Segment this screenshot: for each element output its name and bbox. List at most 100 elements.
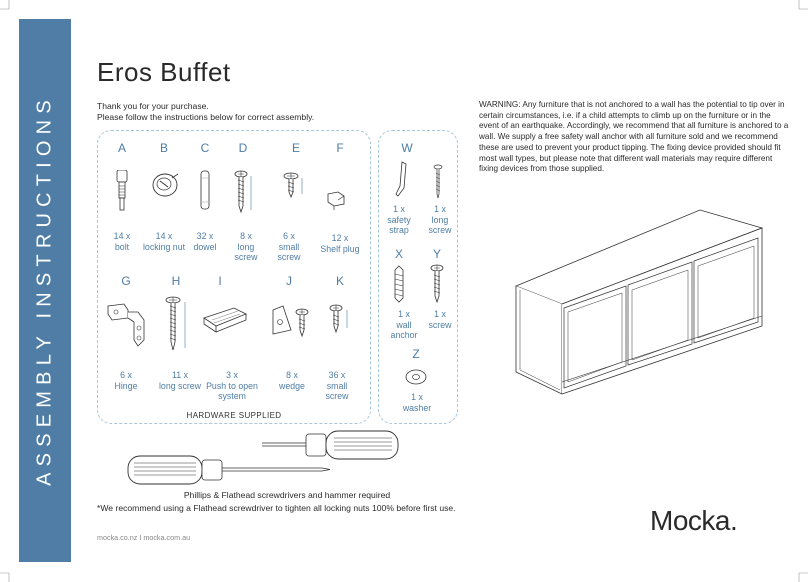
- part-qty: 8 x: [286, 370, 298, 380]
- page-title: Eros Buffet: [97, 57, 231, 87]
- hinge-icon: [107, 303, 145, 347]
- part-qty: 1 x: [393, 204, 405, 214]
- part-name: locking nut: [142, 241, 186, 252]
- part-name: small screw: [277, 241, 301, 263]
- dowel-icon: [200, 170, 210, 210]
- part-qty: 8 x: [240, 231, 252, 241]
- part-letter: J: [286, 274, 292, 288]
- part-name: dowel: [193, 241, 217, 252]
- locking-nut-icon: [152, 173, 179, 197]
- part-name: Hinge: [114, 380, 138, 391]
- long-screw-icon: [433, 164, 443, 199]
- push-to-open-icon: [203, 307, 247, 333]
- footer-urls: mocka.co.nz I mocka.com.au: [97, 533, 191, 542]
- part-letter: X: [394, 247, 403, 261]
- intro-line-2: Please follow the instructions below for…: [97, 112, 315, 122]
- part-qty: 1 x: [411, 392, 423, 402]
- shelf-plug-icon: [327, 191, 345, 210]
- part-qty: 1 x: [434, 309, 446, 319]
- long-screw-icon: [165, 296, 186, 351]
- part-letter: B: [159, 141, 168, 155]
- part-qty: 12 x: [331, 233, 349, 243]
- small-screw-icon: [329, 304, 348, 334]
- part-qty: 32 x: [196, 231, 214, 241]
- long-screw-icon: [234, 170, 252, 214]
- small-screw-icon: [283, 172, 303, 199]
- part-letter: A: [117, 141, 126, 155]
- part-name: long screw: [428, 214, 452, 236]
- part-qty: 36 x: [328, 370, 346, 380]
- part-letter: I: [218, 274, 222, 288]
- sidebar-band: [19, 19, 71, 562]
- part-qty: 1 x: [434, 204, 446, 214]
- flathead-screwdriver-icon: [262, 430, 399, 460]
- part-name: bolt: [114, 241, 130, 252]
- part-qty: 1 x: [398, 309, 410, 319]
- part-name: washer: [402, 402, 432, 413]
- part-qty: 6 x: [283, 231, 295, 241]
- part-qty: 6 x: [120, 370, 132, 380]
- crop-mark-bottom-left: [0, 572, 10, 582]
- part-letter: F: [336, 141, 344, 155]
- part-name: wall anchor: [390, 319, 418, 341]
- part-name: small screw: [325, 380, 349, 402]
- part-name: Shelf plug: [320, 243, 360, 254]
- part-letter: K: [335, 274, 344, 288]
- part-qty: 11 x: [172, 370, 188, 380]
- bolt-icon: [116, 170, 128, 211]
- screw-icon: [430, 264, 444, 304]
- crop-mark-top-right: [798, 0, 808, 10]
- part-name: screw: [428, 319, 452, 330]
- buffet-illustration: [514, 209, 764, 395]
- safety-strap-icon: [395, 161, 407, 197]
- part-letter: H: [171, 274, 181, 288]
- small-screw-icon: [295, 308, 309, 338]
- warning-text: WARNING: Any furniture that is not ancho…: [479, 100, 789, 174]
- sidebar-title: ASSEMBLY INSTRUCTIONS: [33, 94, 56, 486]
- part-letter: G: [121, 274, 131, 288]
- part-qty: 14 x: [155, 231, 173, 241]
- crop-mark-top-left: [0, 0, 10, 10]
- wedge-icon: [272, 305, 292, 335]
- part-letter: E: [291, 141, 300, 155]
- intro-line-1: Thank you for your purchase.: [97, 101, 209, 111]
- screwdriver-illustration: [127, 430, 399, 485]
- part-letter: W: [401, 141, 413, 155]
- crop-mark-bottom-right: [798, 572, 808, 582]
- part-qty: 3 x: [226, 370, 238, 380]
- part-name: Push to open system: [206, 380, 258, 402]
- part-name: safety strap: [387, 214, 411, 236]
- phillips-screwdriver-icon: [127, 455, 331, 485]
- brand-logo: Mocka.: [650, 505, 738, 536]
- part-qty: 14 x: [113, 231, 131, 241]
- hardware-panel: [97, 130, 371, 424]
- part-letter: D: [238, 141, 248, 155]
- hardware-caption: HARDWARE SUPPLIED: [186, 411, 282, 420]
- part-name: wedge: [279, 380, 305, 391]
- intro-text: Thank you for your purchase. Please foll…: [97, 101, 314, 123]
- assembly-note: *We recommend using a Flathead screwdriv…: [97, 503, 456, 513]
- part-name: long screw: [234, 241, 258, 263]
- washer-icon: [405, 369, 427, 385]
- part-letter: C: [200, 141, 210, 155]
- part-letter: Z: [412, 347, 420, 361]
- tools-caption: Phillips & Flathead screwdrivers and ham…: [183, 490, 391, 500]
- wall-anchor-icon: [394, 265, 404, 303]
- part-name: long screw: [158, 380, 202, 391]
